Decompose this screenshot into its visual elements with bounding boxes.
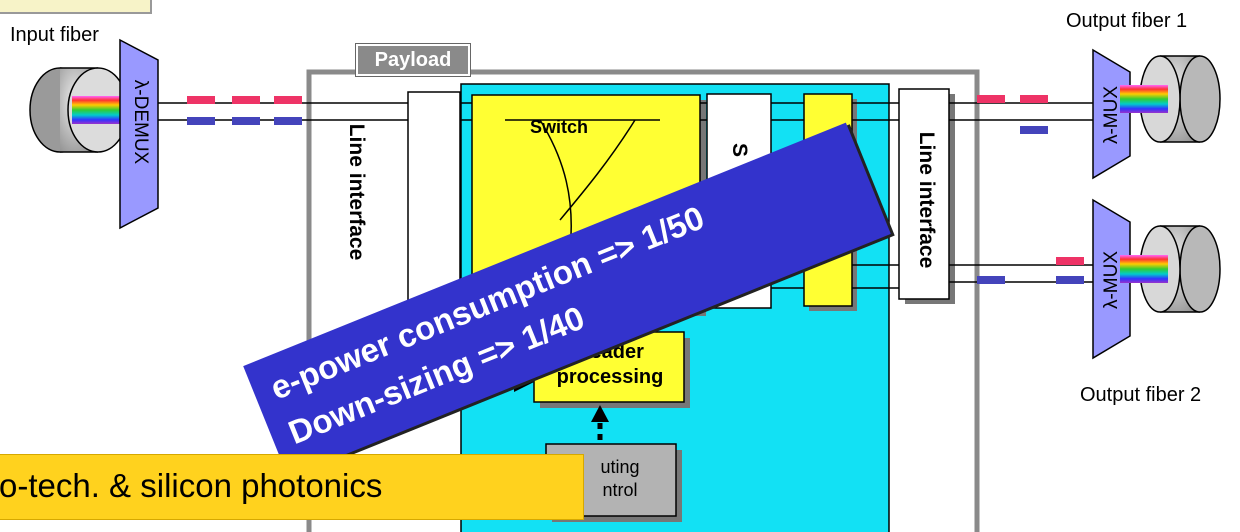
line-interface-right-label: Line interface bbox=[915, 131, 938, 269]
demux-block bbox=[119, 38, 159, 230]
buffer-label: S bbox=[728, 142, 751, 158]
output-fiber-2-label: Output fiber 2 bbox=[1080, 384, 1202, 406]
output-packets bbox=[977, 95, 1084, 284]
technology-note-text: o-tech. & silicon photonics bbox=[0, 467, 383, 504]
control-arrowhead bbox=[591, 405, 609, 422]
output-fiber-1-connector bbox=[1120, 55, 1221, 143]
mux-1-label: λ-MUX bbox=[1101, 85, 1122, 145]
payload-tag: Payload bbox=[355, 43, 471, 77]
line-interface-left-label: Line interface bbox=[345, 123, 368, 261]
switch-label: Switch bbox=[530, 117, 589, 137]
line-interface-right-box bbox=[898, 88, 950, 300]
output-fiber-1-label: Output fiber 1 bbox=[1066, 10, 1188, 32]
mux-2-label: λ-MUX bbox=[1101, 250, 1122, 310]
top-left-frame-fragment bbox=[0, 0, 152, 14]
input-fiber-connector bbox=[29, 67, 129, 153]
mux-2-block bbox=[1092, 198, 1131, 360]
output-fiber-2-connector bbox=[1120, 225, 1221, 313]
input-packets bbox=[187, 96, 302, 125]
line-interface-left-box bbox=[407, 91, 461, 303]
technology-note: o-tech. & silicon photonics bbox=[0, 454, 584, 520]
payload-label: Payload bbox=[374, 49, 452, 71]
routing-control-label: uting ntrol bbox=[600, 457, 640, 500]
mux-1-block bbox=[1092, 48, 1131, 180]
demux-label: λ-DEMUX bbox=[130, 79, 151, 165]
input-fiber-label: Input fiber bbox=[10, 24, 99, 46]
